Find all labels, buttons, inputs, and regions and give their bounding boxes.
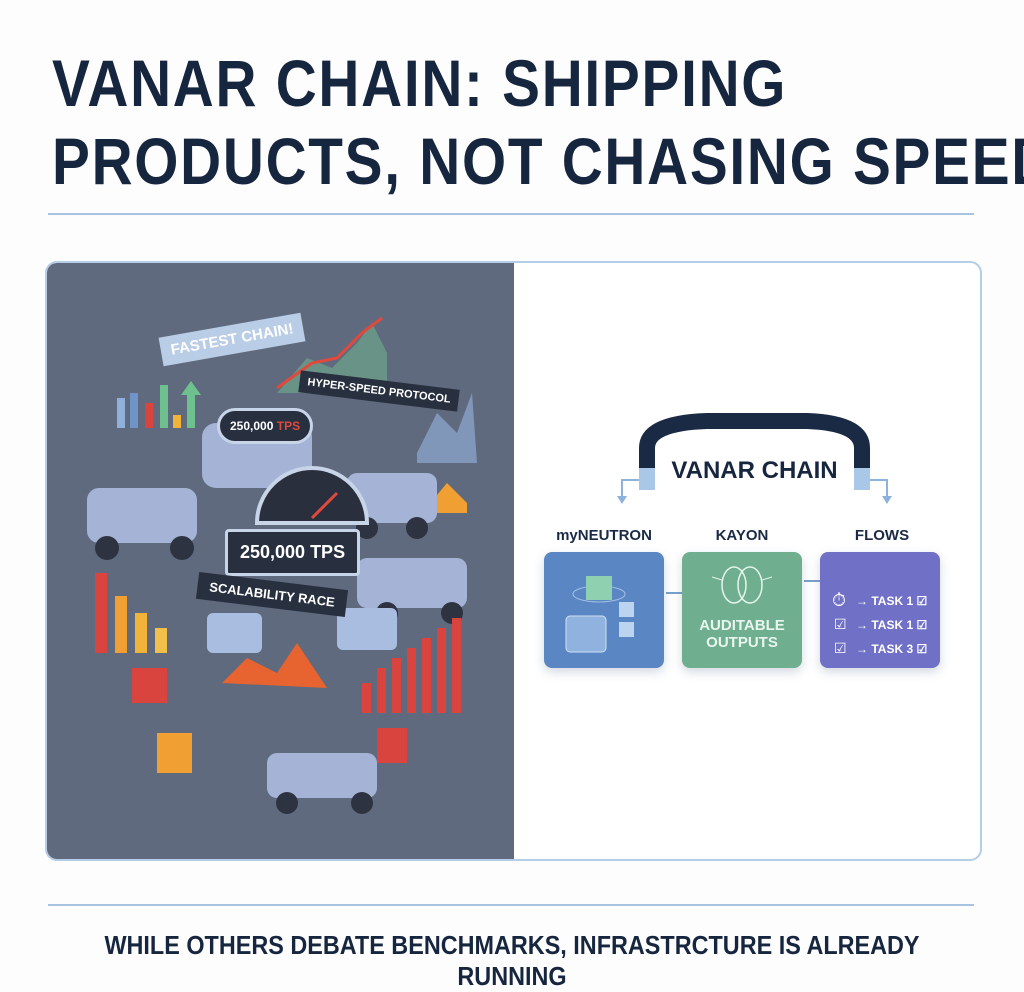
kayon-text-1: AUDITABLE bbox=[699, 617, 785, 634]
gauge-value: 250,000 bbox=[230, 419, 274, 433]
task-row: → TASK 1 ☑ bbox=[856, 618, 928, 632]
gauge-unit: TPS bbox=[276, 419, 301, 433]
task-label: TASK 1 bbox=[871, 618, 914, 632]
divider-top bbox=[48, 213, 974, 215]
node-label-flows: FLOWS bbox=[854, 527, 910, 544]
arch-icon bbox=[639, 413, 870, 468]
speed-race-illustration: FASTEST CHAIN! HYPER-SPEED PROTOCOL 250,… bbox=[47, 263, 514, 859]
node-flows: ⏱ ☑ ☑ → TASK 1 ☑ → TASK 1 ☑ → TASK 3 ☑ bbox=[820, 552, 940, 668]
node-label-myneutron: myNEUTRON bbox=[556, 527, 652, 544]
checkbox-icon: ☑ bbox=[834, 640, 847, 656]
sign-250000-tps: 250,000 TPS bbox=[225, 529, 361, 576]
title-line-1: VANAR CHAIN: SHIPPING bbox=[52, 46, 788, 120]
bar-cluster-icon bbox=[117, 381, 201, 428]
title-line-2: PRODUCTS, NOT CHASING SPEED bbox=[52, 124, 1024, 198]
node-myneutron bbox=[544, 552, 664, 668]
gauge-readout: 250,000 TPS bbox=[217, 408, 314, 444]
kayon-text-2: OUTPUTS bbox=[706, 634, 778, 651]
cubes-icon bbox=[565, 576, 634, 653]
hub-label: VANAR CHAIN bbox=[671, 457, 838, 484]
node-label-kayon: KAYON bbox=[715, 527, 769, 544]
page-title: VANAR CHAIN: SHIPPING PRODUCTS, NOT CHAS… bbox=[52, 48, 1024, 196]
brain-icon bbox=[711, 566, 773, 604]
task-row: → TASK 3 ☑ bbox=[856, 642, 928, 656]
diagram-connectors bbox=[617, 413, 892, 594]
task-row: → TASK 1 ☑ bbox=[856, 594, 928, 608]
speedometer-icon bbox=[254, 466, 370, 525]
stopwatch-icon: ⏱ bbox=[832, 590, 847, 610]
task-label: TASK 3 bbox=[871, 642, 914, 656]
footer-tagline: WHILE OTHERS DEBATE BENCHMARKS, INFRASTR… bbox=[104, 930, 920, 991]
divider-bottom bbox=[48, 904, 974, 906]
illustration-graphics bbox=[87, 316, 477, 814]
task-label: TASK 1 bbox=[871, 594, 914, 608]
checkbox-icon: ☑ bbox=[834, 616, 847, 632]
node-kayon: AUDITABLE OUTPUTS bbox=[682, 552, 802, 668]
